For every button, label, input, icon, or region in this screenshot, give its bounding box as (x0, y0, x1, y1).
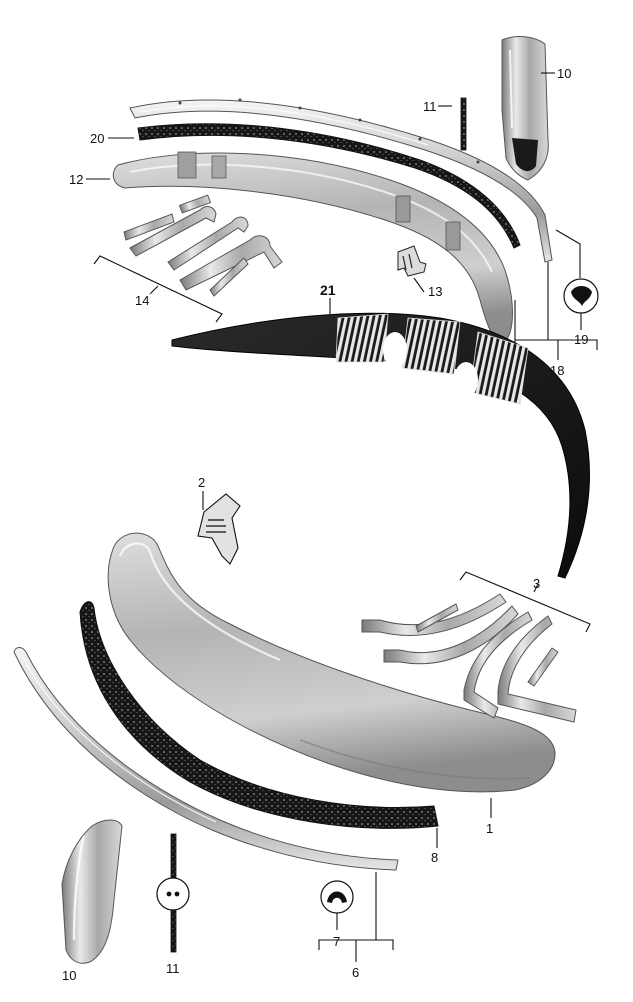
callout-2: 2 (198, 475, 205, 490)
callout-6: 6 (352, 965, 359, 980)
callout-8: 8 (431, 850, 438, 865)
rear-bracket-clip-part (397, 245, 427, 277)
callout-12: 12 (69, 172, 83, 187)
rear-overrider-part (501, 36, 549, 181)
rear-rubber-seal-part (137, 123, 521, 249)
front-rubber-seal-part (79, 601, 439, 829)
callout-3: 3 (533, 576, 540, 591)
rear-trim-strip-part (129, 98, 553, 263)
callout-7: 7 (333, 934, 340, 949)
callout-1: 1 (486, 821, 493, 836)
front-bracket-clip-part (197, 493, 241, 565)
callout-10-top: 10 (557, 66, 571, 81)
rear-mounting-brackets-part (123, 194, 283, 297)
front-overrider-strip-part (156, 833, 190, 953)
callout-19: 19 (574, 332, 588, 347)
callout-10-bottom: 10 (62, 968, 76, 983)
callout-13: 13 (428, 284, 442, 299)
front-mounting-brackets-part (361, 593, 577, 723)
callout-14: 14 (135, 293, 149, 308)
callout-21: 21 (320, 282, 336, 298)
front-strip-clip-part (320, 880, 354, 914)
rear-strip-clip-part (563, 278, 599, 314)
callout-20: 20 (90, 131, 104, 146)
front-bumper-blade-part (107, 532, 556, 793)
valance-panel-part (171, 312, 590, 579)
rear-bumper-blade-part (112, 151, 513, 343)
leader-lines (86, 72, 598, 962)
front-trim-strip-part (13, 647, 399, 871)
callout-11-bottom: 11 (166, 961, 180, 976)
front-overrider-part (61, 819, 123, 964)
callout-labels: 10 11 20 12 14 13 21 19 18 2 3 1 8 7 6 1… (62, 66, 588, 983)
callout-18: 18 (550, 363, 564, 378)
rear-overrider-strip-part (460, 97, 467, 151)
callout-11-top: 11 (423, 99, 437, 114)
